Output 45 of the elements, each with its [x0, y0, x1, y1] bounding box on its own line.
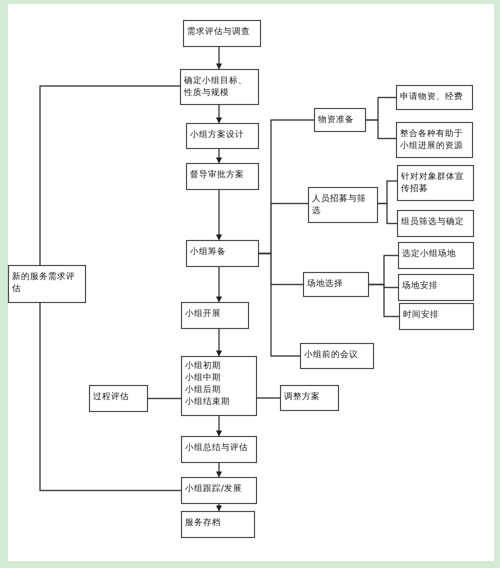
- process-box: 过程评估: [89, 385, 148, 412]
- stage-text: 小组中期: [185, 372, 222, 384]
- process-box: 人员招募与筛选: [308, 187, 378, 223]
- process-box: [181, 356, 257, 416]
- process-box: 选定小组场地: [398, 242, 474, 269]
- connector-line: [369, 284, 399, 318]
- connector-line: [39, 85, 180, 265]
- process-box: 场地安排: [398, 274, 474, 301]
- process-box: 调整方案: [280, 385, 339, 411]
- process-box: 小组总结与评估: [181, 436, 257, 463]
- arrow: [216, 504, 222, 512]
- stage-text: 小组结束期: [185, 396, 231, 408]
- connector-line: [257, 397, 280, 399]
- process-box: 小组筹备: [186, 240, 259, 267]
- arrow: [216, 103, 222, 124]
- connector-line: [148, 398, 181, 400]
- arrow: [216, 329, 222, 356]
- connector-line: [39, 303, 181, 492]
- process-box: 确定小组目标、性质与规模: [180, 69, 259, 105]
- arrow: [216, 267, 222, 302]
- process-box: 组员筛选与确定: [397, 210, 474, 237]
- arrow: [216, 190, 222, 240]
- process-box: 新的服务需求评估: [8, 265, 86, 303]
- process-box: 整合各种有助于小组进展的资源: [396, 122, 473, 158]
- arrow: [216, 416, 222, 436]
- process-box: 需求评估与调查: [183, 20, 261, 47]
- stage-text: 小组初期: [185, 360, 222, 372]
- process-box: 督导审批方案: [186, 163, 259, 190]
- process-box: 小组开展: [181, 302, 249, 329]
- connector-line: [378, 202, 397, 224]
- arrow: [216, 463, 222, 478]
- stage-text: 小组后期: [185, 384, 222, 396]
- process-box: 场地选择: [303, 272, 369, 297]
- process-box: 服务存档: [181, 511, 255, 538]
- connector-line: [366, 119, 396, 140]
- process-box: 小组前的会议: [300, 343, 374, 369]
- process-box: 针对对象群体宣传招募: [397, 165, 474, 201]
- process-box: 小组跟踪/发展: [181, 477, 257, 504]
- arrow: [216, 149, 222, 164]
- process-box: 小组方案设计: [186, 123, 259, 149]
- arrow: [216, 47, 222, 70]
- process-box: 时间安排: [399, 303, 474, 330]
- connector-line: [259, 252, 300, 357]
- process-box: 申请物资、经费: [396, 85, 473, 110]
- process-box: 物资准备: [314, 108, 366, 132]
